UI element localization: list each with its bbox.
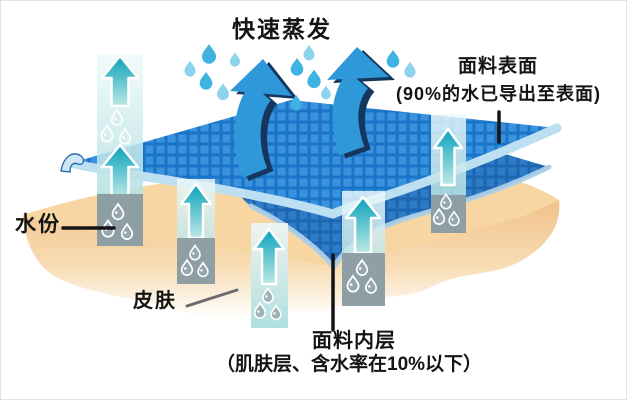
fabric-inner-note: （肌肤层、含水率在10%以下） bbox=[216, 354, 483, 375]
wicking-columns bbox=[97, 54, 466, 328]
skin-front-face bbox=[23, 200, 560, 320]
fabric-surface-note: (90%的水已导出至表面) bbox=[396, 84, 602, 104]
wicking-column-4 bbox=[342, 191, 385, 306]
moisture-label: 水份 bbox=[15, 213, 61, 236]
fabric-corner-curl bbox=[60, 153, 85, 173]
fabric-surface-label: 面料表面 bbox=[457, 56, 538, 77]
wicking-column-3 bbox=[251, 223, 288, 328]
skin-label: 皮肤 bbox=[133, 290, 177, 312]
fabric-inner-label: 面料内层 bbox=[312, 330, 396, 352]
wicking-column-2 bbox=[177, 179, 215, 284]
wicking-column-5 bbox=[431, 114, 466, 233]
evaporation-arrows bbox=[230, 47, 395, 182]
wicking-column-1 bbox=[97, 54, 143, 246]
arrow-right bbox=[327, 47, 389, 156]
evaporation-label: 快速蒸发 bbox=[232, 16, 332, 42]
skin-pointer-line bbox=[185, 288, 239, 308]
pointer-lines bbox=[61, 110, 501, 332]
arrow-left bbox=[230, 59, 292, 178]
